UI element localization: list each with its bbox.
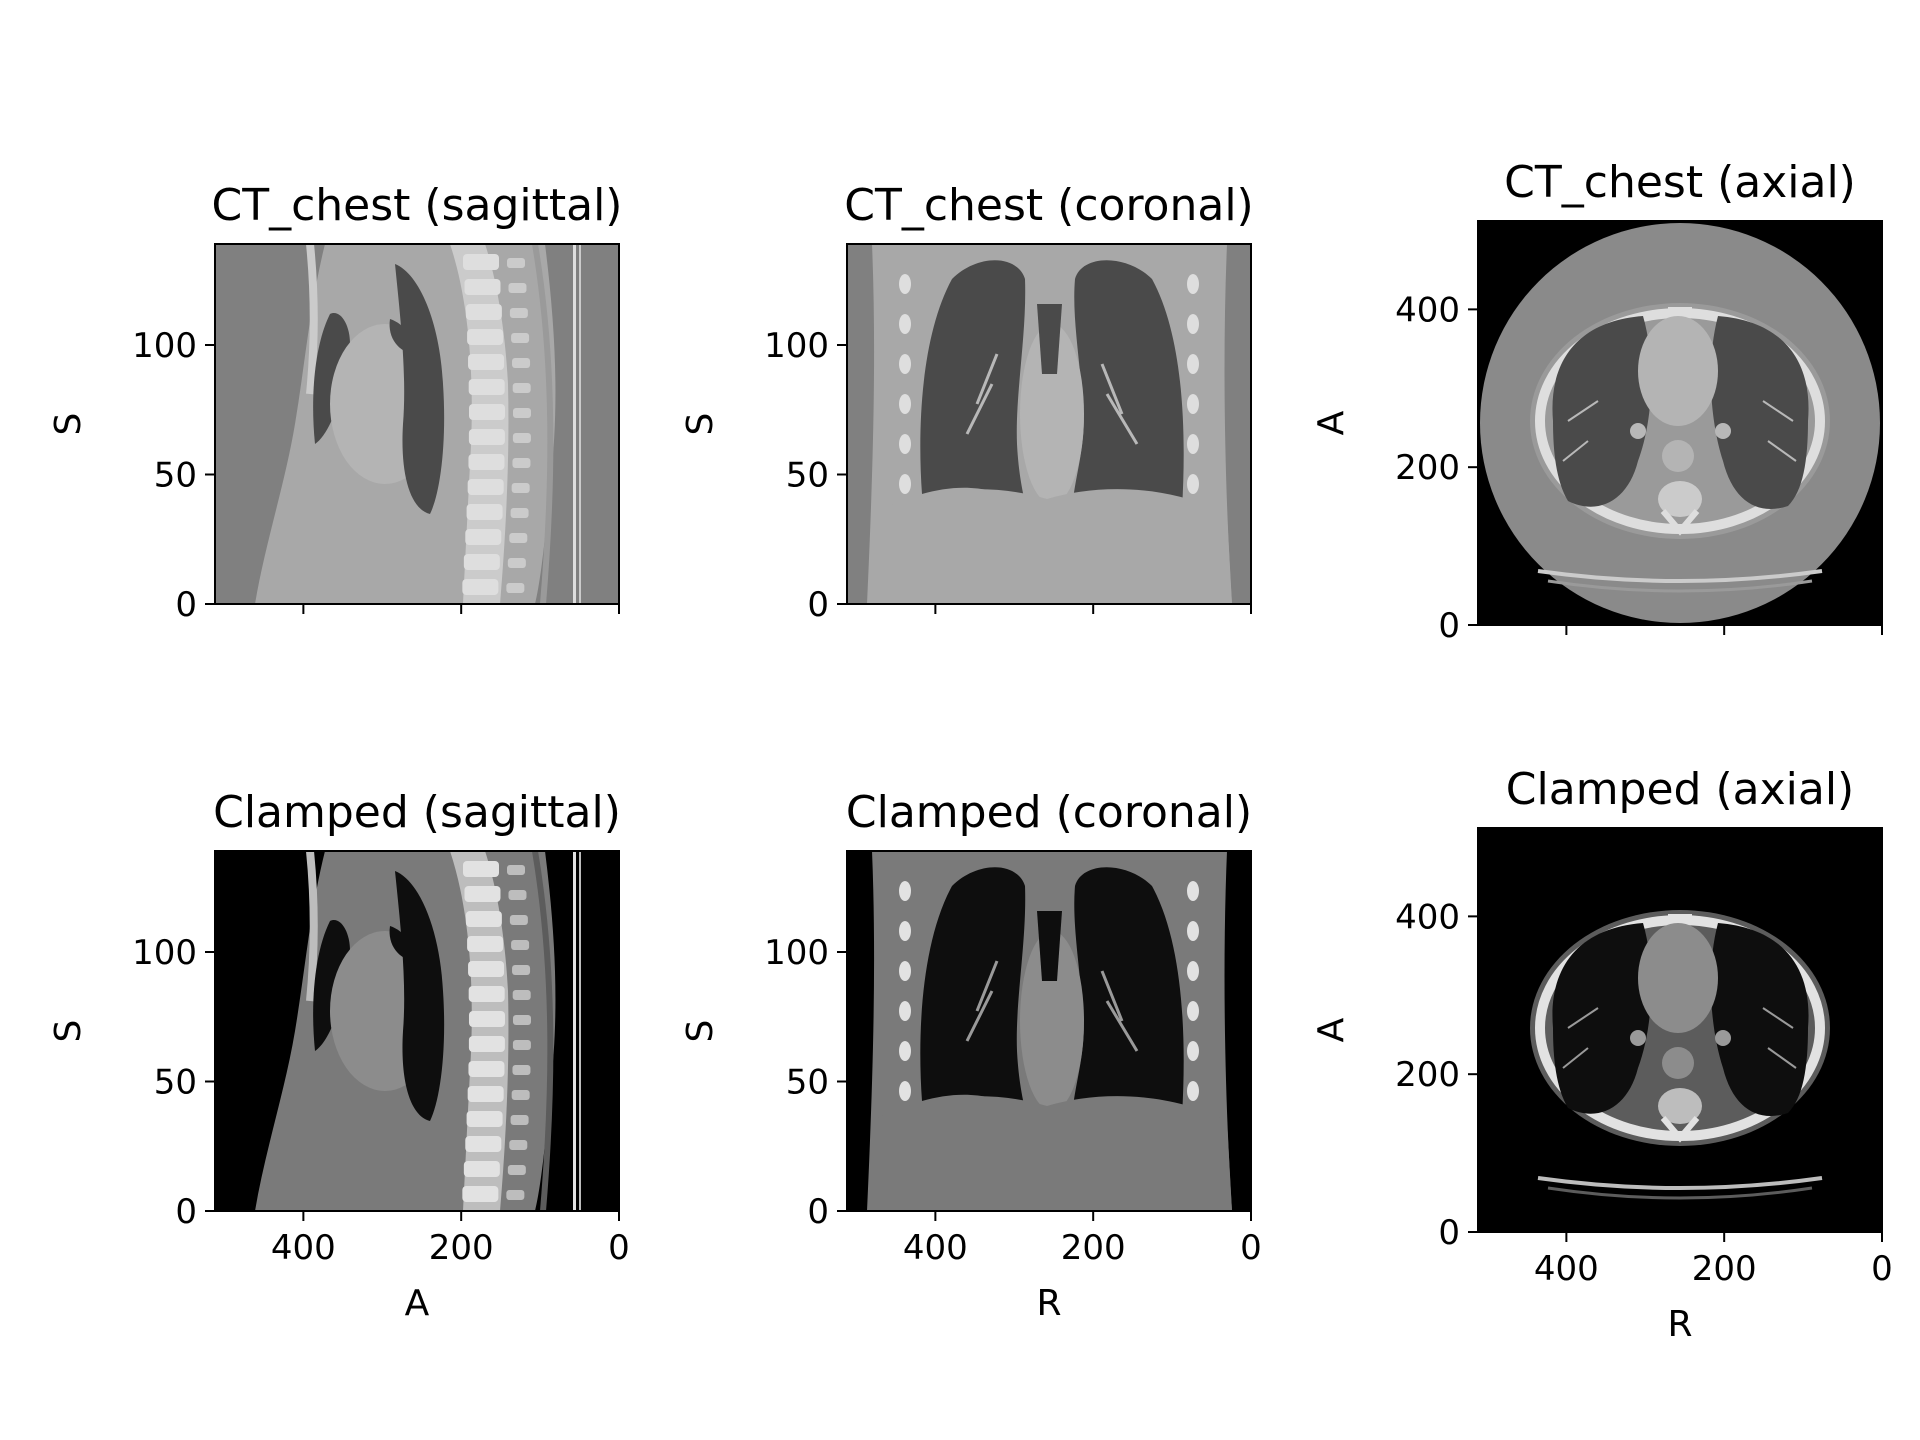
x-axis-label: A <box>405 1283 430 1324</box>
panel-title: Clamped (sagittal) <box>213 787 621 838</box>
x-axis-label: R <box>1667 1304 1692 1345</box>
x-tick-label: 200 <box>429 1228 494 1268</box>
y-tick-label: 50 <box>786 1063 829 1103</box>
ct-image <box>847 851 1251 1211</box>
panel-title: Clamped (coronal) <box>846 787 1252 838</box>
x-tick-label: 0 <box>1871 1249 1893 1289</box>
axes-frame <box>1477 220 1883 626</box>
y-tick-label: 100 <box>132 933 197 973</box>
y-tick-label: 200 <box>1395 1055 1460 1095</box>
x-axis-label: R <box>1036 1283 1061 1324</box>
x-tick-label: 200 <box>1692 1249 1757 1289</box>
y-axis-label: S <box>680 413 721 436</box>
axes-frame <box>214 850 620 1212</box>
x-tick-label: 400 <box>1534 1249 1599 1289</box>
panel-title: CT_chest (sagittal) <box>212 180 623 231</box>
ct-image <box>847 244 1251 604</box>
axes-frame <box>214 243 620 605</box>
x-tick-label: 0 <box>608 1228 630 1268</box>
y-axis-label: A <box>1311 410 1352 435</box>
y-tick-label: 50 <box>154 1063 197 1103</box>
y-tick-label: 100 <box>764 933 829 973</box>
y-tick-label: 50 <box>154 456 197 496</box>
panel-title: CT_chest (axial) <box>1504 157 1856 208</box>
ct-image <box>1478 221 1882 625</box>
y-tick-label: 0 <box>807 1192 829 1232</box>
y-tick-label: 100 <box>764 326 829 366</box>
ct-image <box>215 244 619 604</box>
x-tick-label: 400 <box>271 1228 336 1268</box>
y-tick-label: 0 <box>175 585 197 625</box>
axes-frame <box>1477 827 1883 1233</box>
y-tick-label: 0 <box>1438 1213 1460 1253</box>
y-tick-label: 100 <box>132 326 197 366</box>
axes-frame <box>846 850 1252 1212</box>
ct-image <box>1478 828 1882 1232</box>
panel-title: CT_chest (coronal) <box>844 180 1253 231</box>
y-tick-label: 50 <box>786 456 829 496</box>
axes-frame <box>846 243 1252 605</box>
y-axis-label: S <box>48 1020 89 1043</box>
y-axis-label: S <box>48 413 89 436</box>
y-tick-label: 400 <box>1395 897 1460 937</box>
y-tick-label: 0 <box>175 1192 197 1232</box>
y-tick-label: 0 <box>807 585 829 625</box>
x-tick-label: 400 <box>903 1228 968 1268</box>
y-axis-label: A <box>1311 1017 1352 1042</box>
y-tick-label: 0 <box>1438 606 1460 646</box>
y-tick-label: 400 <box>1395 290 1460 330</box>
x-tick-label: 200 <box>1061 1228 1126 1268</box>
y-axis-label: S <box>680 1020 721 1043</box>
ct-image <box>215 851 619 1211</box>
panel-title: Clamped (axial) <box>1506 764 1854 815</box>
x-tick-label: 0 <box>1240 1228 1262 1268</box>
y-tick-label: 200 <box>1395 448 1460 488</box>
